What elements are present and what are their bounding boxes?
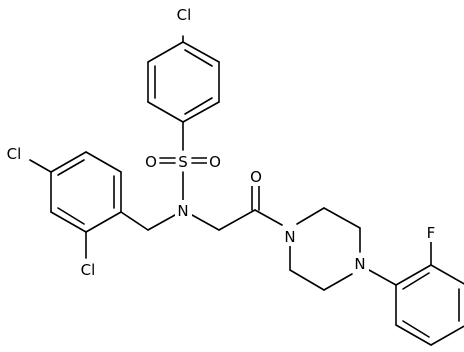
- atom-label-o-right: O: [207, 151, 223, 171]
- sulfonyl-bonds: [159, 157, 208, 164]
- carbonyl-bond: [251, 185, 260, 211]
- atom-label-cl-top: Cl: [173, 4, 195, 24]
- bond-benzyl-ring: [120, 211, 149, 231]
- atom-label-o-left: O: [143, 151, 159, 171]
- bond-ch2-carbonyl: [218, 209, 256, 231]
- bond-n-benzyl: [147, 214, 176, 231]
- piperazine-ring: [289, 207, 361, 291]
- svg-text:F: F: [427, 224, 436, 242]
- atom-label-n-sulfonamide: N: [175, 200, 192, 220]
- atom-label-cl-bottom: Cl: [76, 259, 100, 279]
- fluorophenyl-ring: [395, 264, 464, 346]
- bond-n-aryl: [368, 269, 397, 286]
- svg-text:O: O: [145, 153, 157, 171]
- atom-label-f: F: [424, 222, 439, 242]
- svg-text:Cl: Cl: [177, 6, 192, 24]
- atom-label-s: S: [176, 151, 191, 171]
- bond-n-ch2: [191, 214, 220, 231]
- atom-label-n-piperazine-left: N: [281, 226, 298, 246]
- svg-text:N: N: [177, 202, 188, 220]
- svg-text:Cl: Cl: [81, 261, 96, 279]
- svg-text:S: S: [178, 153, 188, 171]
- atom-label-o-carbonyl: O: [248, 166, 265, 186]
- bond-carbonyl-n: [254, 209, 283, 226]
- svg-text:O: O: [209, 153, 221, 171]
- dichlorophenyl-ring: [50, 151, 122, 233]
- bond-cl-left: [29, 159, 52, 173]
- svg-text:N: N: [284, 228, 295, 246]
- svg-text:Cl: Cl: [7, 145, 22, 163]
- svg-text:O: O: [250, 168, 262, 186]
- svg-text:N: N: [354, 255, 365, 273]
- atom-label-cl-left: Cl: [2, 143, 26, 163]
- chlorophenyl-ring-top: [147, 35, 220, 123]
- atom-label-n-piperazine-right: N: [352, 253, 369, 273]
